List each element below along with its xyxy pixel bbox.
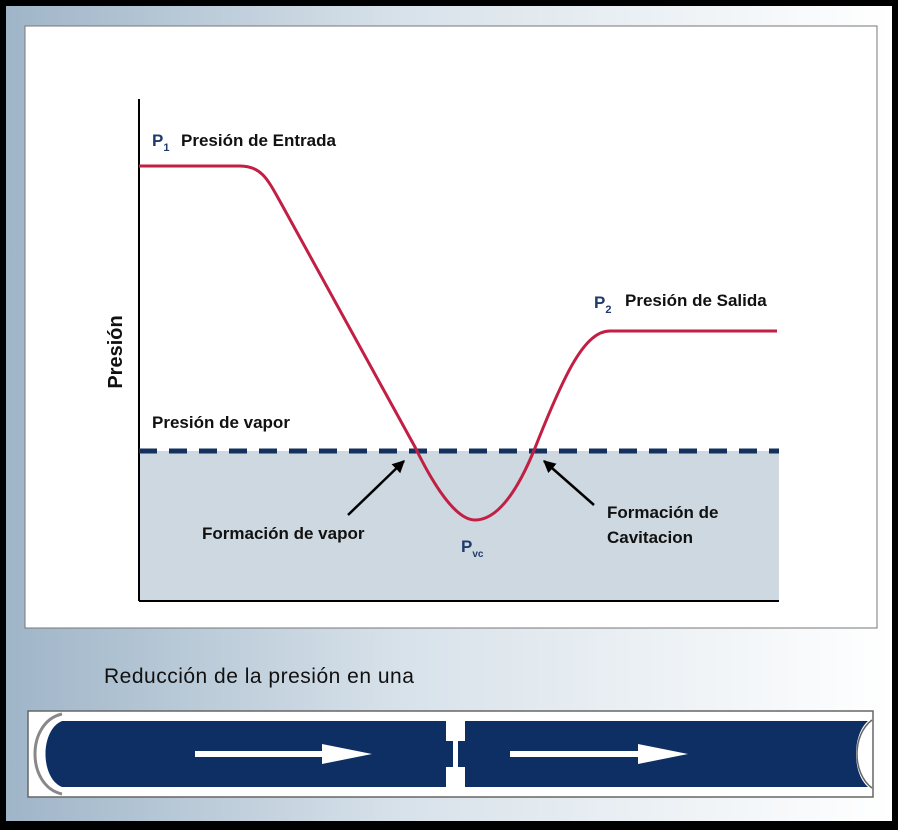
cavitation-arrow [543, 460, 595, 506]
flow-arrow-downstream [510, 744, 688, 764]
pvc-symbol: Pvc [461, 537, 484, 560]
p1-label: Presión de Entrada [181, 131, 336, 150]
y-axis-label: Presión [105, 315, 127, 388]
flow-arrow-upstream [195, 744, 372, 764]
pressure-curve [139, 164, 777, 522]
vapor-formation-label: Formación de vapor [202, 524, 365, 543]
p1-symbol: P1 [152, 131, 169, 154]
caption: Reducción de la presión en una [104, 665, 414, 688]
p2-label: Presión de Salida [625, 291, 767, 310]
below-vapor-region [139, 451, 779, 601]
cavitation-label-line1: Formación de [607, 503, 718, 522]
vapor-pressure-label: Presión de vapor [152, 413, 290, 432]
vapor-formation-arrow [347, 460, 405, 516]
cavitation-label-line2: Cavitacion [607, 528, 693, 547]
p2-symbol: P2 [594, 293, 611, 316]
pipe [27, 710, 874, 798]
